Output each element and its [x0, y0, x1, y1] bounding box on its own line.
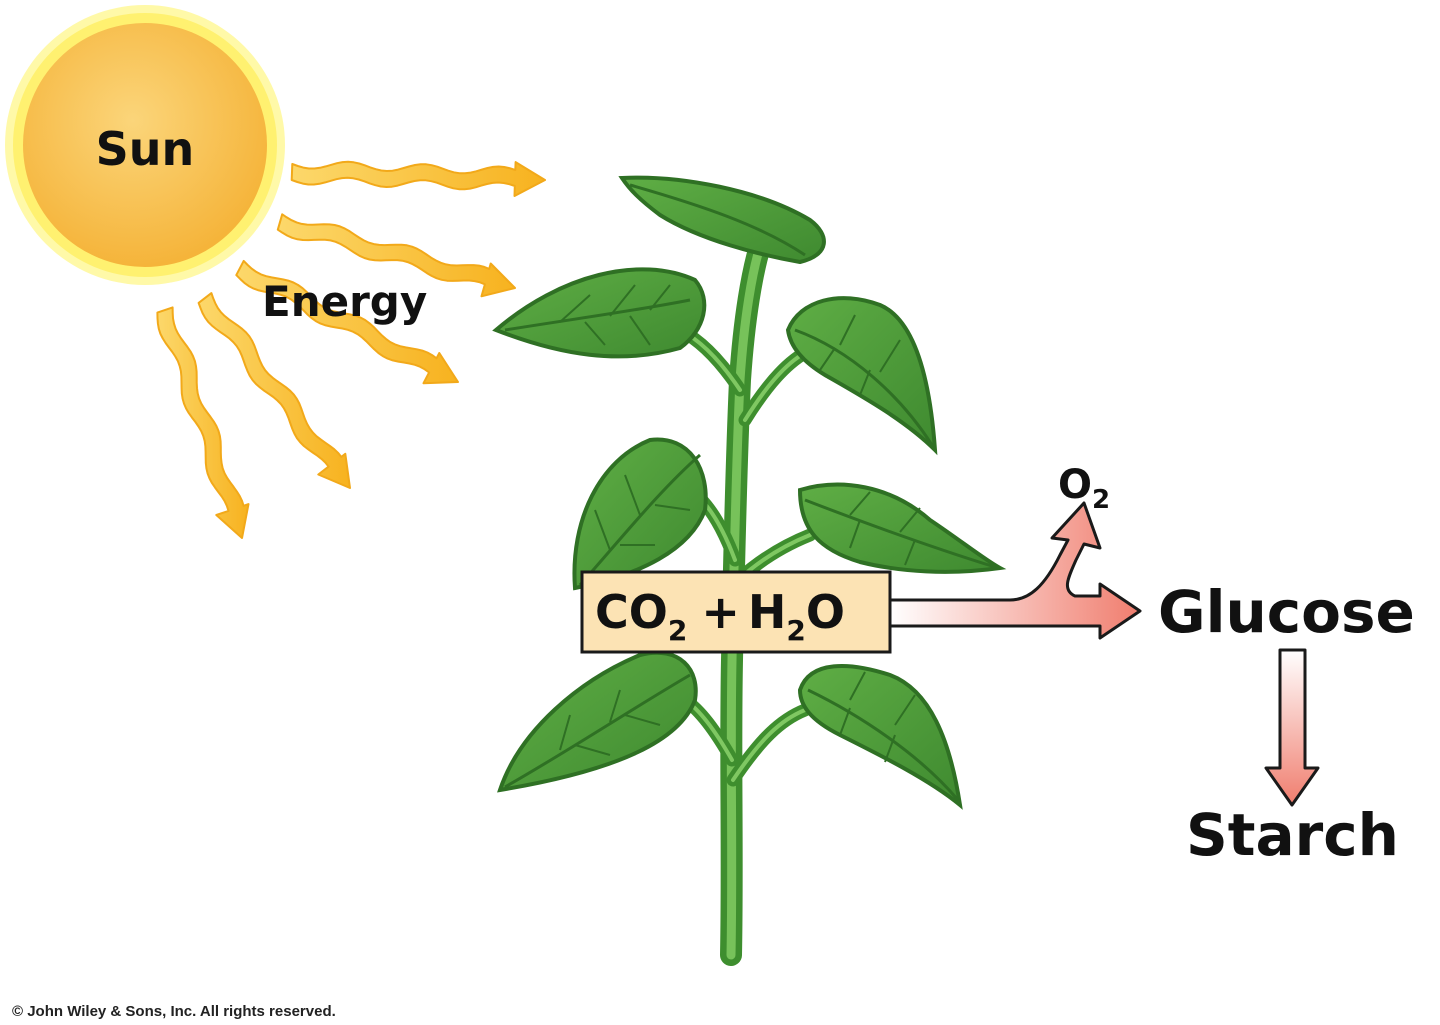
energy-label: Energy	[262, 277, 427, 326]
sun: Sun	[5, 5, 285, 285]
o-text: O	[806, 585, 845, 639]
sun-disc	[23, 23, 267, 267]
sun-label: Sun	[96, 122, 195, 176]
leaf-upper-right	[785, 296, 938, 456]
oxygen-subscript: 2	[1092, 485, 1110, 515]
energy-ray-3	[235, 259, 459, 385]
oxygen-label: O2	[1058, 462, 1110, 515]
leaf-top	[618, 175, 826, 265]
h-text: H	[748, 585, 787, 639]
reactants-box-bg	[580, 570, 892, 654]
leaf-upper-left	[492, 267, 707, 359]
co-text: CO	[595, 585, 668, 639]
starch-label: Starch	[1186, 801, 1399, 869]
glucose-label: Glucose	[1158, 578, 1415, 646]
product-flow-arrow	[888, 501, 1142, 640]
h-subscript: 2	[786, 614, 805, 647]
leaf-lower-left	[497, 650, 698, 793]
leaf-middle-left	[572, 437, 708, 591]
energy-ray-4	[197, 292, 351, 489]
reactants-box: CO2+H2O	[580, 570, 892, 654]
energy-ray-5	[156, 306, 250, 539]
reactants-equation: CO2+H2O	[595, 585, 845, 647]
energy-ray-2	[276, 213, 516, 298]
plus-sign: +	[701, 585, 740, 639]
oxygen-symbol: O	[1058, 462, 1092, 508]
leaf-middle-right	[797, 482, 1007, 574]
plant	[492, 175, 1007, 966]
energy-rays	[156, 160, 546, 539]
leaf-lower-right	[797, 664, 963, 810]
glucose-to-starch-arrow	[1264, 648, 1320, 807]
energy-ray-1	[290, 160, 546, 197]
co-subscript: 2	[668, 614, 687, 647]
copyright-notice: © John Wiley & Sons, Inc. All rights res…	[12, 1003, 336, 1020]
